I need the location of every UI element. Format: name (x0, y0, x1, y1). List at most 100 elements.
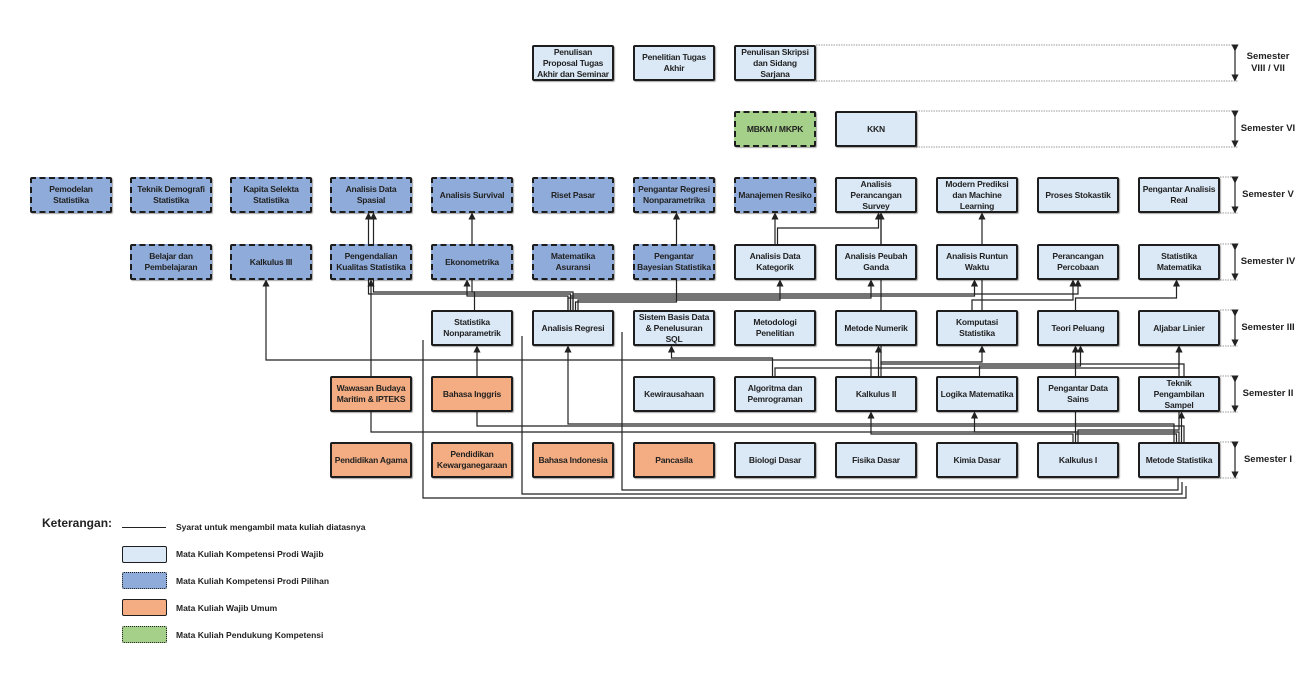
legend-swatch-wajib (122, 546, 167, 563)
course-stokastik: Proses Stokastik (1037, 177, 1119, 213)
course-label: Pengantar Bayesian Statistika (637, 251, 711, 272)
course-label: Fisika Dasar (852, 454, 900, 465)
legend-label-wajib: Mata Kuliah Kompetensi Prodi Wajib (176, 549, 324, 559)
course-label: Pengantar Data Sains (1048, 383, 1108, 404)
course-label: Analisis Perancangan Survey (850, 178, 902, 211)
course-sql: Sistem Basis Data & Penelusuran SQL (633, 310, 715, 346)
legend-label-prerequisite: Syarat untuk mengambil mata kuliah diata… (176, 522, 366, 532)
course-label: Statistika Matematika (1156, 251, 1202, 272)
bottom-bracket-line (422, 340, 1187, 499)
prerequisite-edge-metstat-to-kualitas (367, 279, 1180, 442)
course-label: Aljabar Linier (1153, 322, 1205, 333)
course-sampel: Teknik Pengambilan Sampel (1138, 376, 1220, 412)
course-kapita: Kapita Selekta Statistika (230, 177, 312, 213)
prerequisite-edge-regresi-to-peubah-ganda (567, 279, 875, 310)
course-kewirausahaan: Kewirausahaan (633, 376, 715, 412)
course-stat-matematika: Statistika Matematika (1138, 244, 1220, 280)
course-penelitian-ta: Penelitian Tugas Akhir (633, 45, 715, 81)
prerequisite-edge-regresi-to-runtun-waktu (569, 279, 979, 310)
bottom-bracket-line (521, 336, 1183, 495)
course-label: Pancasila (655, 454, 693, 465)
legend-label-umum: Mata Kuliah Wajib Umum (176, 603, 278, 613)
course-label: Proses Stokastik (1045, 189, 1111, 200)
semester-label-s5: Semester V (1242, 189, 1294, 200)
course-label: Kalkulus I (1058, 454, 1098, 465)
prerequisite-edge-peluang-to-stat-matematika (1074, 279, 1181, 310)
course-riset-pasar: Riset Pasar (532, 177, 614, 213)
course-label: Kimia Dasar (953, 454, 1001, 465)
prerequisite-edge-kalkulus2-to-komputasi (880, 345, 986, 376)
course-indonesia: Bahasa Indonesia (532, 442, 614, 478)
course-label: Biologi Dasar (748, 454, 802, 465)
course-label: Bahasa Indonesia (538, 454, 608, 465)
semester-label-s4: Semester IV (1240, 256, 1296, 267)
course-label: Pengendalian Kualitas Statistika (336, 251, 406, 272)
course-wawasan: Wawasan Budaya Maritim & IPTEKS (330, 376, 412, 412)
course-label: Perancangan Percobaan (1052, 251, 1104, 272)
course-kimia: Kimia Dasar (936, 442, 1018, 478)
course-label: Ekonometrika (445, 256, 499, 267)
course-manajemen-resiko: Manajemen Resiko (734, 177, 816, 213)
course-label: Belajar dan Pembelajaran (144, 251, 198, 272)
prerequisite-edge-algoritma-to-sql (667, 345, 774, 376)
course-label: Metodologi Penelitian (753, 317, 797, 338)
course-asuransi: Matematika Asuransi (532, 244, 614, 280)
course-kalkulus2: Kalkulus II (835, 376, 917, 412)
course-label: KKN (867, 123, 885, 134)
course-label: Metode Numerik (844, 322, 908, 333)
semester-label-s1: Semester I (1243, 454, 1293, 465)
course-label: Pendidikan Agama (334, 454, 408, 465)
semester-label-s2: Semester II (1242, 388, 1294, 399)
legend-title: Keterangan: (42, 516, 113, 530)
course-label: Metode Statistika (1145, 454, 1213, 465)
course-label: Komputasi Statistika (955, 317, 999, 338)
course-data-sains: Pengantar Data Sains (1037, 376, 1119, 412)
course-label: Pengantar Analisis Real (1142, 184, 1216, 205)
course-label: Penelitian Tugas Akhir (642, 52, 706, 73)
course-bayesian: Pengantar Bayesian Statistika (633, 244, 715, 280)
course-label: Penulisan Skripsi dan Sidang Sarjana (741, 46, 809, 79)
course-label: Analisis Survival (439, 189, 505, 200)
prerequisite-edge-kalkulus1-to-logika (970, 411, 1077, 442)
course-inggris: Bahasa Inggris (431, 376, 513, 412)
course-label: Sistem Basis Data & Penelusuran SQL (638, 311, 710, 344)
course-label: Matematika Asuransi (550, 251, 596, 272)
course-label: Analisis Peubah Ganda (844, 251, 908, 272)
course-ekonometrika: Ekonometrika (431, 244, 513, 280)
course-label: Pemodelan Statistika (49, 184, 93, 205)
course-belajar: Belajar dan Pembelajaran (130, 244, 212, 280)
course-label: Algoritma dan Pemrograman (747, 383, 803, 404)
course-agama: Pendidikan Agama (330, 442, 412, 478)
course-mbkm: MBKM / MKPK (734, 111, 816, 147)
course-proposal: Penulisan Proposal Tugas Akhir dan Semin… (532, 45, 614, 81)
legend-line-sample (122, 527, 166, 528)
course-label: Analisis Runtun Waktu (946, 251, 1008, 272)
course-fisika: Fisika Dasar (835, 442, 917, 478)
course-label: Modern Prediksi dan Machine Learning (945, 178, 1009, 211)
prerequisite-edge-kalkulus1-to-kalkulus2 (867, 411, 1074, 442)
prerequisite-edge-metstat-to-regresi (564, 345, 1175, 442)
course-label: Kapita Selekta Statistika (243, 184, 299, 205)
prerequisite-edges (262, 212, 1187, 499)
course-label: Penulisan Proposal Tugas Akhir dan Semin… (537, 46, 609, 79)
course-label: Analisis Data Kategorik (749, 251, 801, 272)
course-kkn: KKN (835, 111, 917, 147)
course-runtun-waktu: Analisis Runtun Waktu (936, 244, 1018, 280)
course-survival: Analisis Survival (431, 177, 513, 213)
course-regresi-np: Pengantar Regresi Nonparametrika (633, 177, 715, 213)
course-pemodelan: Pemodelan Statistika (30, 177, 112, 213)
course-regresi: Analisis Regresi (532, 310, 614, 346)
course-metstat: Metode Statistika (1138, 442, 1220, 478)
course-nonparametrik: Statistika Nonparametrik (431, 310, 513, 346)
course-kalkulus3: Kalkulus III (230, 244, 312, 280)
course-kualitas: Pengendalian Kualitas Statistika (330, 244, 412, 280)
legend-swatch-pilihan (122, 572, 167, 589)
course-ml: Modern Prediksi dan Machine Learning (936, 177, 1018, 213)
prerequisite-edge-algoritma-to-aljabar (774, 345, 1183, 376)
legend-swatch-umum (122, 599, 167, 616)
course-label: Pengantar Regresi Nonparametrika (638, 184, 710, 205)
prerequisite-edge-regresi-to-kategorik (577, 279, 784, 310)
course-demografi: Teknik Demografi Statistika (130, 177, 212, 213)
course-algoritma: Algoritma dan Pemrograman (734, 376, 816, 412)
